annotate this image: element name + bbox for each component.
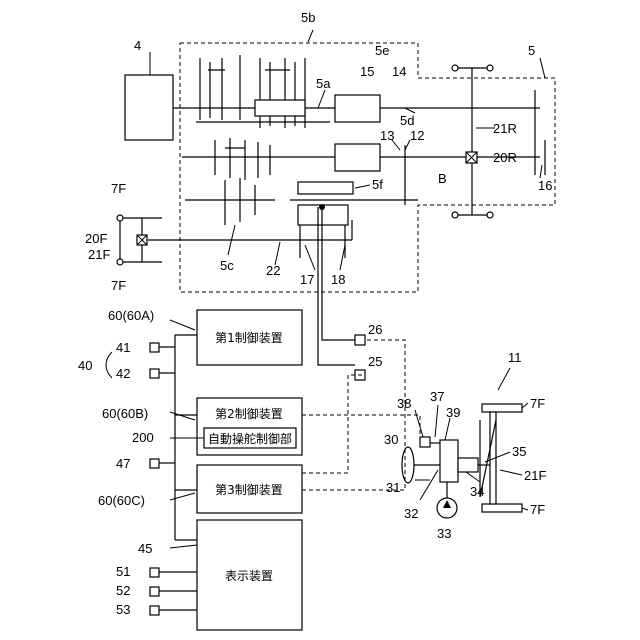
label-51: 51 [116, 564, 130, 579]
sensor-52 [150, 587, 159, 596]
label-30: 30 [384, 432, 398, 447]
label-47: 47 [116, 456, 130, 471]
label-42: 42 [116, 366, 130, 381]
label-37: 37 [430, 389, 444, 404]
front-wheel-right-bottom [482, 504, 522, 512]
unit-15 [335, 95, 380, 122]
label-22: 22 [266, 263, 280, 278]
signal-ctrl2-to-38 [302, 415, 420, 435]
label-20F: 20F [85, 231, 107, 246]
label-7F-right-top: 7F [530, 396, 545, 411]
label-60C: 60(60C) [98, 493, 145, 508]
sensor-47 [150, 459, 159, 468]
signal-ctrl3-to-25 [302, 375, 365, 473]
auto-steering-control-label: 自動操舵制御部 [208, 431, 292, 446]
label-15: 15 [360, 64, 374, 79]
label-38: 38 [397, 396, 411, 411]
label-B: B [438, 171, 447, 186]
label-11: 11 [508, 350, 522, 365]
label-17: 17 [300, 272, 314, 287]
label-5d: 5d [400, 113, 414, 128]
label-52: 52 [116, 583, 130, 598]
label-18: 18 [331, 272, 345, 287]
second-control-unit-label: 第2制御装置 [215, 406, 283, 421]
label-39: 39 [446, 405, 460, 420]
label-20R: 20R [493, 150, 517, 165]
upper-gear-train [196, 55, 330, 128]
unit-5f-top [298, 182, 353, 194]
label-13: 13 [380, 128, 394, 143]
label-4: 4 [134, 38, 141, 53]
unit-13 [335, 144, 380, 171]
label-5: 5 [528, 43, 535, 58]
sensor-26 [355, 335, 365, 345]
label-31: 31 [386, 480, 400, 495]
label-34: 34 [470, 484, 484, 499]
label-40: 40 [78, 358, 92, 373]
label-14: 14 [392, 64, 406, 79]
label-5f: 5f [372, 177, 383, 192]
front-wheel-right-top [482, 404, 522, 412]
label-21F-left: 21F [88, 247, 110, 262]
sensor-53 [150, 606, 159, 615]
label-5e: 5e [375, 43, 389, 58]
first-control-unit-label: 第1制御装置 [215, 330, 283, 345]
label-200: 200 [132, 430, 154, 445]
third-control-unit-label: 第3制御装置 [215, 482, 283, 497]
label-25: 25 [368, 354, 382, 369]
label-5c: 5c [220, 258, 234, 273]
label-53: 53 [116, 602, 130, 617]
label-16: 16 [538, 178, 552, 193]
label-26: 26 [368, 322, 382, 337]
label-5a: 5a [316, 76, 331, 91]
label-33: 33 [437, 526, 451, 541]
label-60B: 60(60B) [102, 406, 148, 421]
label-35: 35 [512, 444, 526, 459]
sensor-51 [150, 568, 159, 577]
label-41: 41 [116, 340, 130, 355]
label-7F-top: 7F [111, 181, 126, 196]
label-60A: 60(60A) [108, 308, 154, 323]
label-12: 12 [410, 128, 424, 143]
engine-block [125, 75, 173, 140]
label-21F-right: 21F [524, 468, 546, 483]
label-32: 32 [404, 506, 418, 521]
sensor-42 [150, 369, 159, 378]
label-5b: 5b [301, 10, 315, 25]
sensor-41 [150, 343, 159, 352]
middle-gear-train [215, 138, 270, 180]
display-device-label: 表示装置 [225, 569, 273, 583]
label-7F-left-bottom: 7F [111, 278, 126, 293]
label-7F-right-bottom: 7F [530, 502, 545, 517]
label-21R: 21R [493, 121, 517, 136]
label-45: 45 [138, 541, 152, 556]
